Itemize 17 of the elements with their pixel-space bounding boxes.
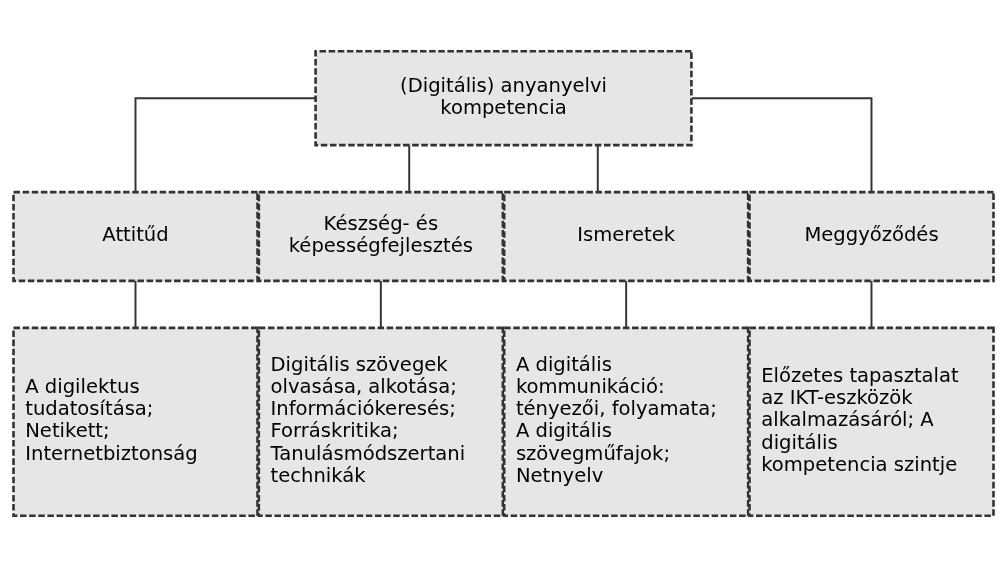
node-box: (Digitális) anyanyelvi kompetencia [314,49,693,147]
connector [690,97,873,193]
connector [134,97,317,193]
node-box: Ismeretek [502,190,750,283]
connector [596,144,599,193]
node-box: Meggyőződés [748,190,995,283]
connector [625,279,628,329]
node-box: Előzetes tapasztalat az IKT-eszközök alkalmazásáról; A digitális kompetencia szintje [748,326,995,518]
connector [870,279,873,329]
node-box: Készség- és képességfejlesztés [257,190,505,283]
node-box: A digilektus tudatosítása; Netikett; Internetbiztonság [12,326,259,518]
connector [379,279,382,329]
node-box: A digitális kommunikáció: tényezői, folyamata; A digitális szövegműfajok; Netnyelv [502,326,750,518]
node-box: Digitális szövegek olvasása, alkotása; Információkeresés; Forráskritika; Tanulásmódszertani technikák [257,326,505,518]
connector [134,279,137,329]
node-box: Attitűd [12,190,259,283]
connector [408,144,411,193]
